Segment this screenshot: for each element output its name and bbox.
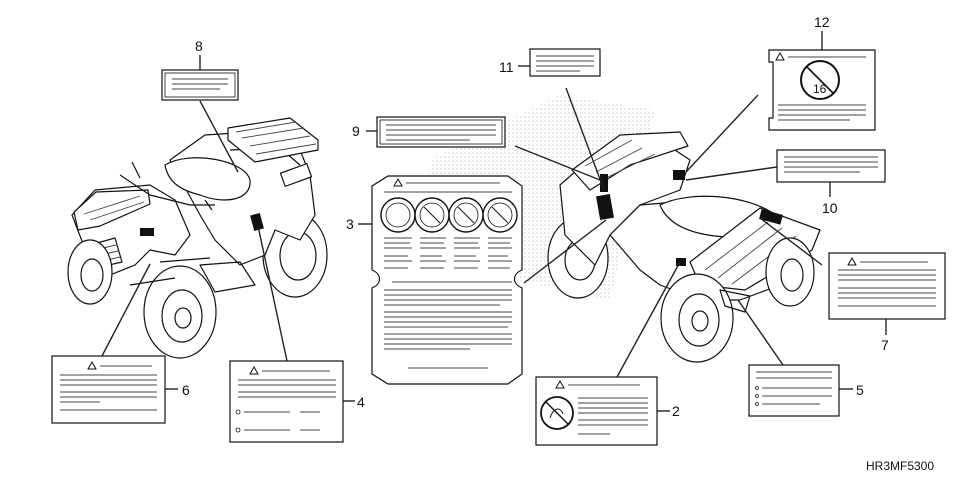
callout-2: 2: [672, 403, 680, 419]
callout-11: 11: [499, 59, 514, 75]
label-7: [828, 252, 946, 320]
label-5: [748, 364, 840, 417]
callout-6: 6: [182, 382, 190, 398]
callout-4: 4: [357, 394, 365, 410]
callout-12: 12: [814, 14, 830, 30]
prohibition-icons: [380, 197, 518, 233]
atv-front-view: [67, 117, 328, 359]
callout-9: 9: [352, 123, 360, 139]
label-8: [161, 69, 239, 101]
diagram-code: HR3MF5300: [866, 459, 934, 473]
label-4: [229, 360, 344, 443]
callout-5: 5: [856, 382, 864, 398]
label-6: [51, 355, 166, 424]
callout-7: 7: [881, 337, 889, 353]
label-11: [529, 48, 601, 77]
callout-8: 8: [195, 38, 203, 54]
label-12-age: 16: [813, 82, 827, 96]
callout-10: 10: [822, 200, 838, 216]
label-12: 16: [768, 49, 876, 131]
label-9: [376, 116, 506, 148]
callout-3: 3: [346, 216, 354, 232]
label-3-text: [384, 237, 512, 369]
label-2: [535, 376, 658, 446]
label-3-sheet: [371, 175, 523, 385]
label-10: [776, 149, 886, 183]
